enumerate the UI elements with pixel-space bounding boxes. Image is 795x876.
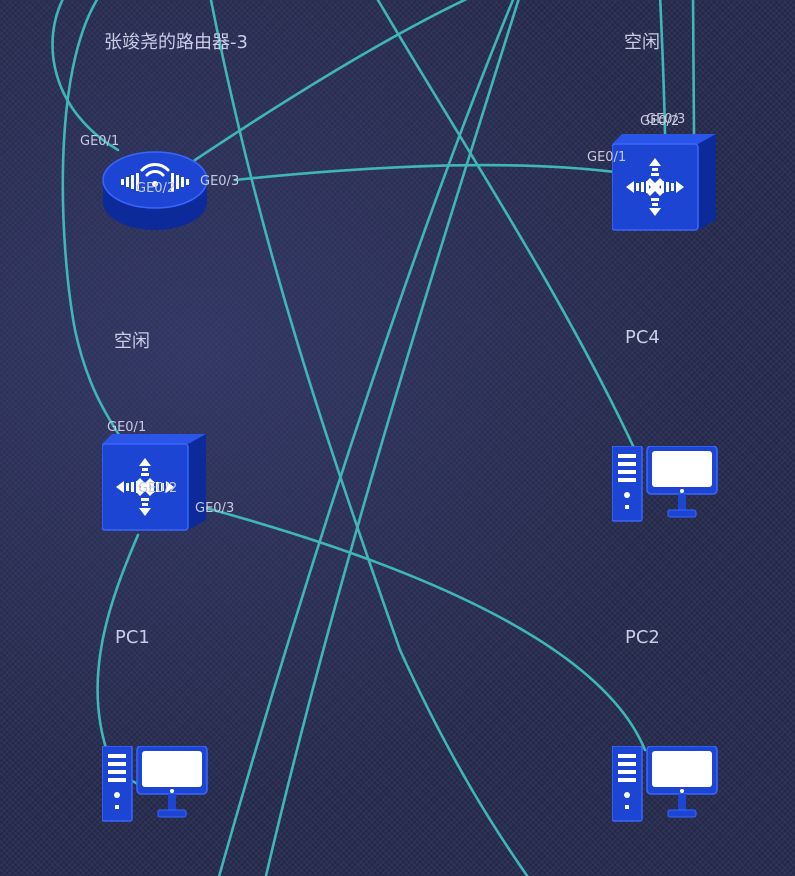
- switch-icon: [101, 434, 206, 531]
- switch-top-port-ge0-3[interactable]: GE0/3: [646, 112, 686, 127]
- switch-top-port-ge0-1[interactable]: GE0/1: [587, 150, 627, 165]
- link-line[interactable]: [209, 0, 530, 876]
- router-port-ge0-2[interactable]: GE0/2: [136, 181, 176, 196]
- router-port-ge0-3[interactable]: GE0/3: [200, 174, 240, 189]
- link-line[interactable]: [61, 0, 130, 452]
- pc2-device[interactable]: [611, 745, 718, 822]
- switch-top-title: 空闲: [624, 32, 660, 53]
- link-line[interactable]: [51, 0, 120, 152]
- pc2-title: PC2: [625, 627, 660, 648]
- router-port-ge0-1[interactable]: GE0/1: [80, 134, 120, 149]
- pc4-device[interactable]: [611, 445, 718, 522]
- link-line[interactable]: [217, 0, 515, 876]
- pc-icon: [611, 445, 718, 522]
- switch-top-device[interactable]: [611, 134, 718, 232]
- switch-top-port-ge0-2[interactable]: GE0/2: [640, 114, 680, 129]
- switch-mid-title: 空闲: [114, 331, 150, 352]
- pc-icon: [611, 745, 718, 822]
- link-line[interactable]: [658, 0, 667, 137]
- pc-icon: [101, 745, 208, 822]
- link-line[interactable]: [375, 0, 637, 452]
- switch-icon: [611, 134, 716, 231]
- pc1-title: PC1: [115, 627, 150, 648]
- link-line[interactable]: [193, 0, 475, 162]
- switch-mid-port-ge0-2[interactable]: GE0/2: [138, 481, 178, 496]
- router-device[interactable]: [102, 142, 208, 232]
- link-line[interactable]: [193, 503, 647, 752]
- link-line[interactable]: [233, 163, 617, 182]
- router-icon: [102, 151, 208, 230]
- switch-mid-port-ge0-3[interactable]: GE0/3: [195, 501, 235, 516]
- switch-mid-device[interactable]: [101, 434, 208, 532]
- router-title: 张竣尧的路由器-3: [104, 32, 248, 53]
- link-line[interactable]: [264, 0, 520, 876]
- pc4-title: PC4: [625, 327, 660, 348]
- link-line[interactable]: [691, 0, 696, 137]
- switch-mid-port-ge0-1[interactable]: GE0/1: [107, 420, 147, 435]
- pc1-device[interactable]: [101, 745, 208, 822]
